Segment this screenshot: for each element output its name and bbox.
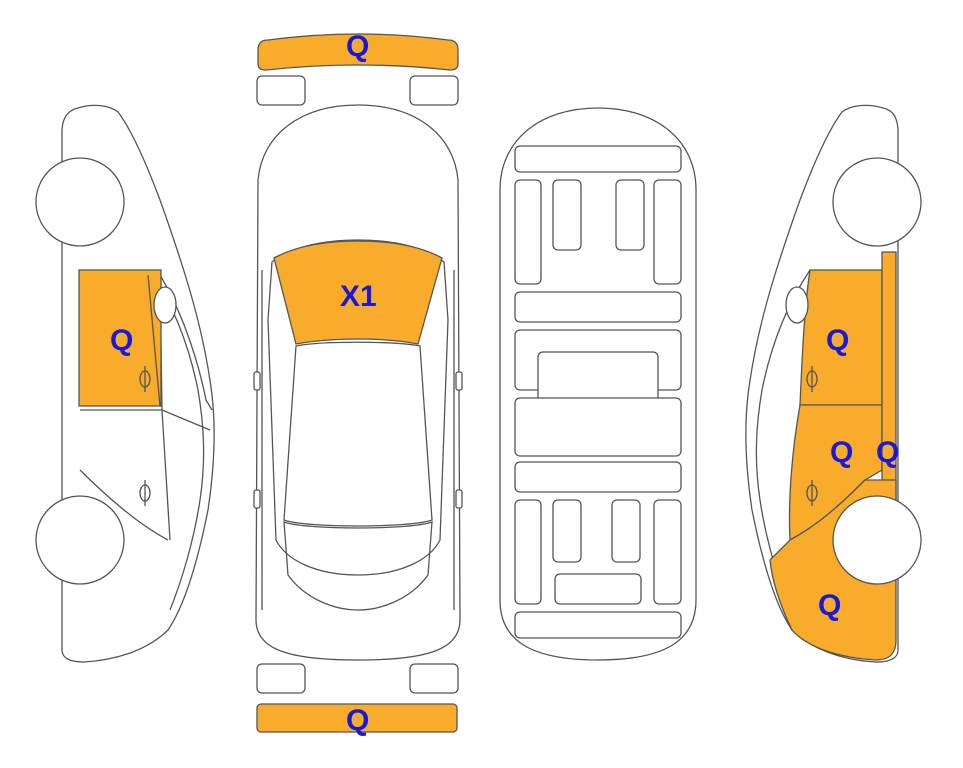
left-rear-wheel <box>35 495 125 585</box>
left-side-view: Q <box>35 104 215 663</box>
right-front-wheel <box>832 157 922 247</box>
left-front-handle-icon <box>139 366 151 392</box>
under-panel-d <box>653 179 682 285</box>
right-front-handle-icon <box>806 366 818 392</box>
under-panel-f <box>552 499 582 563</box>
rear-bumper-damage <box>256 703 458 733</box>
rear-bumper-label: Q <box>346 704 369 737</box>
front-left-light <box>256 75 306 106</box>
rear-left-light <box>256 663 306 694</box>
top-cabin-outline <box>267 239 449 576</box>
right-rear-handle-icon <box>806 480 818 506</box>
under-panel-bar-2 <box>514 461 682 493</box>
left-front-door-seam <box>147 274 161 407</box>
right-rear-marker <box>455 489 463 509</box>
right-mirror-top <box>455 371 463 391</box>
under-panel-low <box>554 573 642 605</box>
front-bumper-label: Q <box>346 30 369 63</box>
underbody-view <box>499 107 697 661</box>
rear-window <box>283 521 433 611</box>
right-front-door-label: Q <box>826 324 849 357</box>
under-panel-h <box>653 499 682 605</box>
left-front-wheel <box>35 157 125 247</box>
top-body-outline <box>255 104 461 661</box>
right-quarter-panel-label: Q <box>818 589 841 622</box>
left-roof-line <box>149 269 205 611</box>
under-panel-b <box>552 179 582 251</box>
right-side-view: Q Q Q Q <box>745 104 922 663</box>
left-mirror <box>153 286 177 324</box>
left-rear-marker <box>253 489 261 509</box>
under-panel-bottom <box>514 611 682 639</box>
top-roof-panel <box>283 341 433 527</box>
right-mirror <box>785 286 809 324</box>
under-panel-c <box>615 179 645 251</box>
right-rear-wheel <box>832 495 922 585</box>
windshield-label: X1 <box>340 280 377 313</box>
right-rear-door-label: Q <box>830 436 853 469</box>
left-front-door-damage <box>78 269 162 407</box>
right-pillar-label: Q <box>876 436 899 469</box>
under-panel-a <box>514 179 542 285</box>
top-view: Q X1 Q <box>253 30 463 737</box>
left-front-door-label: Q <box>110 324 133 357</box>
under-panel-bar-1 <box>514 291 682 323</box>
front-bumper-damage <box>257 33 459 71</box>
left-rear-handle-icon <box>139 480 151 506</box>
under-panel-mid-2 <box>514 397 682 457</box>
front-right-light <box>409 75 459 106</box>
rear-right-light <box>409 663 459 694</box>
left-rear-door-line <box>79 469 169 541</box>
left-mirror-top <box>253 371 261 391</box>
under-panel-g <box>611 499 641 563</box>
under-panel-top <box>514 145 682 173</box>
windshield-damage <box>273 240 443 345</box>
under-panel-e <box>514 499 542 605</box>
